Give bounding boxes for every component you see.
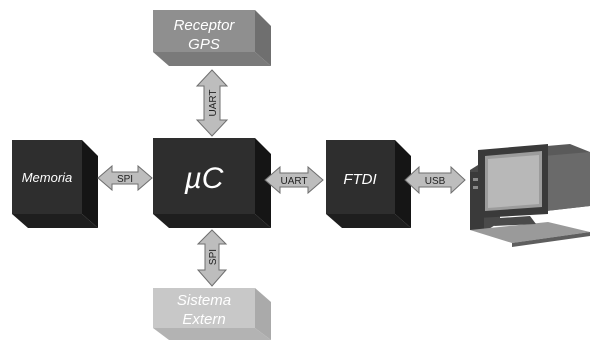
uart-label-ftdi: UART bbox=[280, 176, 307, 187]
microcontroller-block: µC bbox=[153, 138, 271, 228]
sistema-label-line2: Extern bbox=[182, 311, 225, 328]
ftdi-label: FTDI bbox=[343, 171, 376, 188]
usb-label: USB bbox=[425, 176, 446, 187]
uart-arrow-gps-uc: UART bbox=[195, 69, 229, 137]
gps-label-line1: Receptor bbox=[174, 17, 236, 34]
memoria-block: Memoria bbox=[12, 140, 98, 228]
gps-label-line2: GPS bbox=[188, 36, 220, 53]
spi-arrow-uc-sistema: SPI bbox=[196, 229, 228, 287]
desktop-computer-icon bbox=[470, 144, 590, 247]
spi-label-sistema: SPI bbox=[208, 249, 219, 265]
memoria-label: Memoria bbox=[22, 170, 73, 185]
microcontroller-label: µC bbox=[184, 162, 224, 195]
gps-receiver-block: Receptor GPS bbox=[153, 10, 271, 66]
spi-arrow-memoria-uc: SPI bbox=[97, 164, 153, 192]
sistema-label-line1: Sistema bbox=[177, 292, 231, 309]
uart-label-gps: UART bbox=[208, 89, 219, 116]
ftdi-block: FTDI bbox=[326, 140, 411, 228]
uart-arrow-uc-ftdi: UART bbox=[264, 165, 324, 195]
spi-label-memoria: SPI bbox=[117, 174, 133, 185]
sistema-extern-block: Sistema Extern bbox=[153, 288, 271, 340]
usb-arrow-ftdi-pc: USB bbox=[404, 165, 466, 195]
